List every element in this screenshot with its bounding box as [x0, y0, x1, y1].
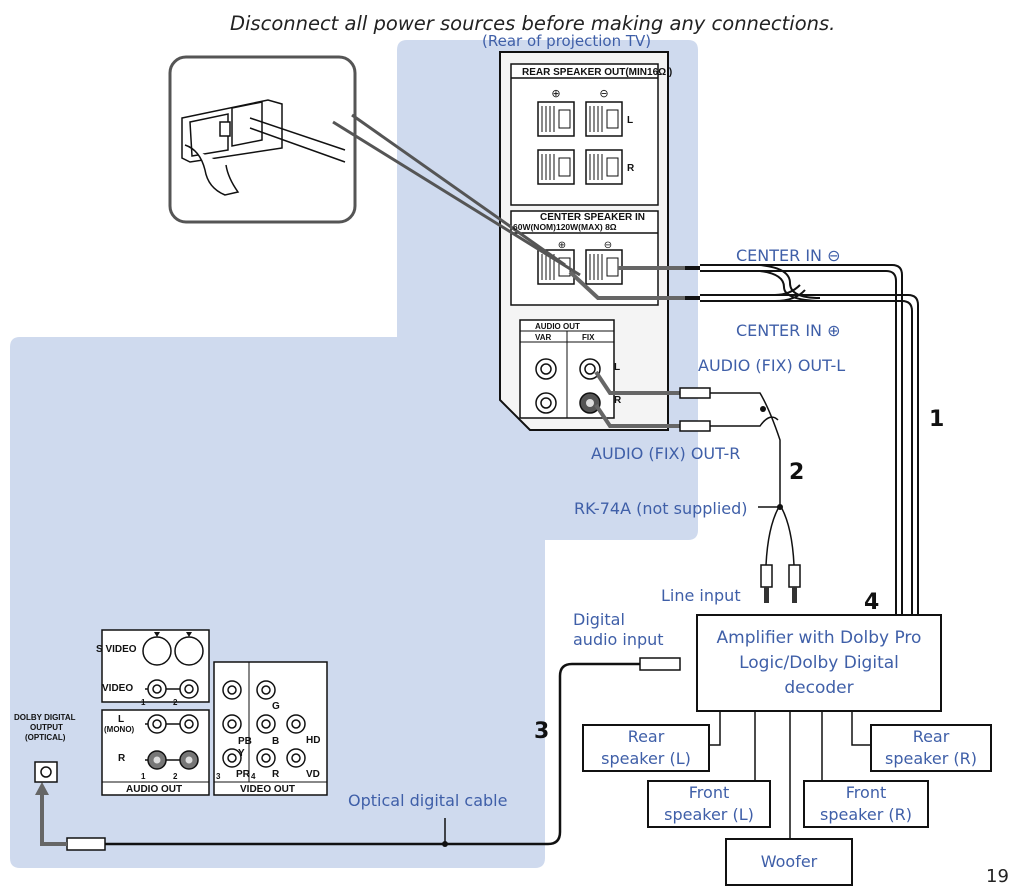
- front-speaker-l-line1: Front: [688, 783, 730, 802]
- rear-l-label: L: [627, 115, 634, 126]
- optical-jack: [34, 761, 58, 783]
- line-input-label: Line input: [661, 586, 741, 605]
- center-in-plus-label: CENTER IN ⊕: [736, 321, 841, 340]
- woofer-box: Woofer: [725, 838, 853, 886]
- b-label: B: [272, 736, 280, 747]
- audio-fix-out-r-label: AUDIO (FIX) OUT-R: [591, 444, 741, 463]
- pb-label: PB: [238, 736, 252, 747]
- svg-text:⊖: ⊖: [604, 240, 612, 251]
- num-3: 3: [216, 772, 221, 781]
- mono-label: (MONO): [104, 725, 135, 734]
- video-label: VIDEO: [102, 683, 134, 694]
- dolby-label-1: DOLBY DIGITAL: [14, 713, 76, 722]
- pr-label: PR: [236, 769, 250, 780]
- s-video-label: S VIDEO: [96, 644, 137, 655]
- svg-text:⊕: ⊕: [551, 87, 560, 100]
- speaker-terminal: [537, 101, 623, 285]
- front-video-out-label: VIDEO OUT: [240, 784, 296, 795]
- rk74a-label: RK-74A (not supplied): [574, 499, 748, 518]
- g-label: G: [272, 701, 280, 712]
- rear-speaker-out-label: REAR SPEAKER OUT(MIN16Ω ): [522, 67, 673, 78]
- center-speaker-in-label: CENTER SPEAKER IN: [540, 212, 646, 223]
- y-label: Y: [238, 748, 245, 759]
- step-4: 4: [864, 590, 880, 615]
- svg-text:⊕: ⊕: [558, 240, 566, 251]
- center-in-minus-label: CENTER IN ⊖: [736, 246, 841, 265]
- digital-audio-input-label-2: audio input: [573, 630, 664, 649]
- dolby-label-3: (OPTICAL): [25, 733, 66, 742]
- digital-audio-input-label-1: Digital: [573, 610, 625, 629]
- front-audio-out-label: AUDIO OUT: [126, 784, 183, 795]
- num-4: 4: [251, 772, 256, 781]
- amplifier-box: Amplifier with Dolby Pro Logic/Dolby Dig…: [696, 614, 942, 712]
- rear-speaker-l-box: Rear speaker (L): [582, 724, 710, 772]
- rear-speaker-r-box: Rear speaker (R): [870, 724, 992, 772]
- page-number: 19: [986, 866, 1009, 887]
- audio-out-label: AUDIO OUT: [535, 322, 580, 331]
- caution-note: Disconnect all power sources before maki…: [230, 12, 836, 35]
- audio-l-front-label: L: [118, 714, 125, 725]
- svg-text:⊖: ⊖: [599, 87, 608, 100]
- num-2b: 2: [173, 772, 178, 781]
- front-speaker-l-line2: speaker (L): [664, 805, 754, 824]
- num-1b: 1: [141, 772, 146, 781]
- hd-label: HD: [306, 735, 321, 746]
- audio-r-front-label: R: [118, 753, 126, 764]
- dolby-label-2: OUTPUT: [30, 723, 63, 732]
- rear-caption: (Rear of projection TV): [482, 32, 652, 50]
- num-1: 1: [141, 698, 146, 707]
- num-2: 2: [173, 698, 178, 707]
- rear-speaker-r-line1: Rear: [912, 727, 950, 746]
- front-speaker-r-line2: speaker (R): [820, 805, 912, 824]
- audio-jack: [535, 358, 601, 414]
- audio-fix-out-l-label: AUDIO (FIX) OUT-L: [698, 356, 846, 375]
- vd-label: VD: [306, 769, 320, 780]
- rear-speaker-l-line1: Rear: [627, 727, 665, 746]
- rca-plug: [760, 564, 801, 588]
- audio-l-label: L: [614, 362, 621, 373]
- var-label: VAR: [535, 333, 552, 342]
- rear-r-label: R: [627, 163, 635, 174]
- front-speaker-l-box: Front speaker (L): [647, 780, 771, 828]
- rear-speaker-r-line2: speaker (R): [885, 749, 977, 768]
- rear-speaker-l-line2: speaker (L): [601, 749, 691, 768]
- optical-cable-label: Optical digital cable: [348, 791, 508, 810]
- r-video-label: R: [272, 769, 280, 780]
- fix-label: FIX: [582, 333, 595, 342]
- step-1: 1: [929, 407, 945, 432]
- center-speaker-spec-label: 60W(NOM)120W(MAX) 8Ω: [513, 222, 617, 232]
- front-speaker-r-box: Front speaker (R): [803, 780, 929, 828]
- step-3: 3: [534, 719, 550, 744]
- audio-r-label: R: [614, 395, 622, 406]
- front-speaker-r-line1: Front: [845, 783, 887, 802]
- step-2: 2: [789, 460, 805, 485]
